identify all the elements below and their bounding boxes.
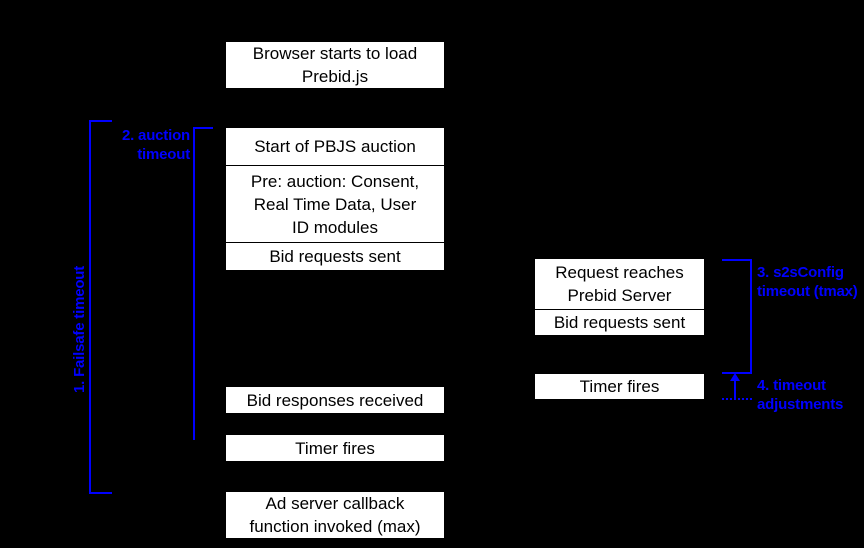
box-request-reaches-prebid-server: Request reaches Prebid Server bbox=[555, 263, 684, 305]
auction-box-group: Start of PBJS auction Pre: auction: Cons… bbox=[225, 127, 445, 271]
s2s-bracket-vertical bbox=[750, 259, 752, 374]
s2s-bracket-top bbox=[722, 259, 752, 261]
annotation-failsafe-timeout: 1. Failsafe timeout bbox=[71, 265, 88, 393]
annotation-timeout-adjustments: 4. timeout adjustments bbox=[757, 377, 844, 413]
annotation-auction-timeout: 2. auction timeout bbox=[121, 127, 190, 163]
box-bid-requests-sent-server: Bid requests sent bbox=[535, 309, 704, 335]
annotation-s2sconfig-timeout: 3. s2sConfig timeout (tmax) bbox=[757, 264, 858, 300]
box-timer-fires-server: Timer fires bbox=[534, 373, 705, 400]
box-pre-auction-modules: Pre: auction: Consent, Real Time Data, U… bbox=[226, 165, 444, 242]
auction-bracket-top bbox=[193, 127, 213, 129]
box-bid-responses-received: Bid responses received bbox=[225, 386, 445, 414]
box-start-of-pbjs-auction: Start of PBJS auction bbox=[254, 137, 416, 156]
failsafe-bracket-bottom bbox=[89, 492, 112, 494]
failsafe-bracket-top bbox=[89, 120, 112, 122]
box-browser-starts-to-load-prebid: Browser starts to load Prebid.js bbox=[225, 41, 445, 89]
auction-bracket-vertical bbox=[193, 127, 195, 440]
failsafe-bracket-vertical bbox=[89, 120, 91, 494]
box-ad-server-callback: Ad server callback function invoked (max… bbox=[225, 491, 445, 539]
timeout-adjustments-arrow-head bbox=[730, 373, 740, 381]
box-bid-requests-sent-client: Bid requests sent bbox=[226, 242, 444, 270]
server-box-group: Request reaches Prebid Server Bid reques… bbox=[534, 258, 705, 336]
timeout-adjustments-dotted-baseline bbox=[722, 398, 752, 400]
box-timer-fires-client: Timer fires bbox=[225, 434, 445, 462]
timeout-adjustments-arrow-shaft bbox=[734, 379, 736, 399]
